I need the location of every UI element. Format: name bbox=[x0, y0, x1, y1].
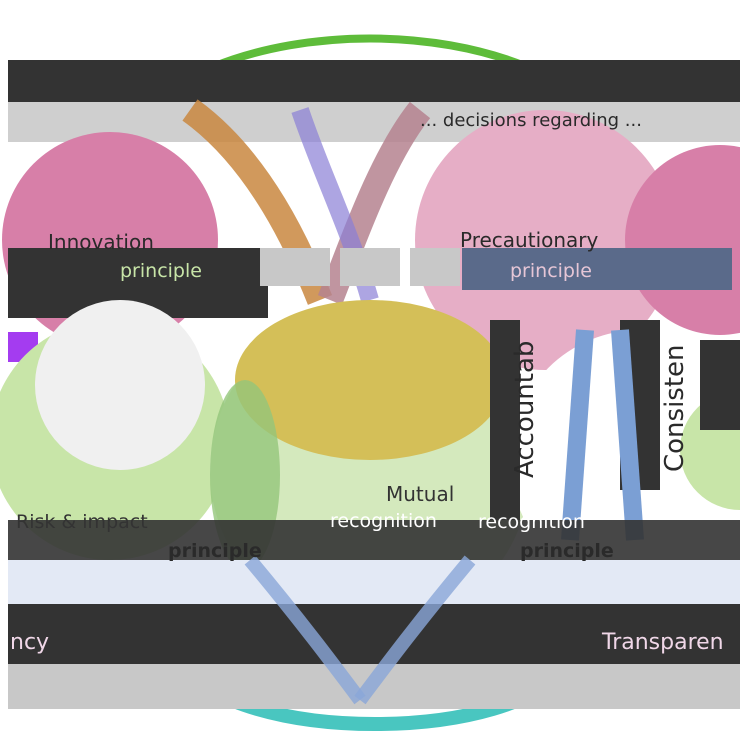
ribbon-right-bottom bbox=[354, 555, 476, 705]
consistency-label: Consisten bbox=[660, 344, 690, 472]
dark-right-block-1 bbox=[490, 320, 520, 520]
mutual-recognition-label: recognition bbox=[330, 510, 437, 532]
innovation-principle-label: principle bbox=[120, 260, 202, 282]
ribbon-left-bottom bbox=[244, 555, 366, 705]
precautionary-principle-band bbox=[462, 248, 732, 290]
precautionary-label: Precautionary bbox=[460, 228, 599, 252]
mid-gray-block-2 bbox=[340, 248, 400, 286]
risk-impact-label: Risk & impact bbox=[16, 511, 148, 533]
dark-right-block-3 bbox=[700, 340, 740, 430]
risk-top-white bbox=[35, 300, 205, 470]
transparency-right-label: Transparen bbox=[602, 630, 724, 655]
innovation-label: Innovation bbox=[48, 230, 154, 254]
mutual-top-olive bbox=[235, 300, 505, 460]
top-dark-band bbox=[8, 60, 740, 102]
precautionary-circle bbox=[415, 110, 675, 370]
mutual-label: Mutual bbox=[386, 482, 455, 506]
accountability-label: Accountab bbox=[510, 340, 540, 478]
precautionary-principle-label: principle bbox=[510, 260, 592, 282]
mid-gray-block-1 bbox=[260, 248, 330, 286]
blue-ribbon-2 bbox=[611, 329, 644, 541]
risk-principle-label: principle bbox=[168, 540, 262, 562]
ribbon-right-top bbox=[317, 101, 431, 305]
lower-light-band bbox=[8, 560, 740, 604]
bottom-dark-band bbox=[8, 604, 740, 664]
transparency-left-label: ncy bbox=[10, 630, 50, 655]
top-right-caption: ... decisions regarding ... bbox=[420, 110, 642, 131]
lower-dark-band bbox=[8, 520, 740, 560]
mid-gray-block-3 bbox=[410, 248, 460, 286]
blue-ribbon-1 bbox=[561, 329, 594, 541]
recognition-right-label: recognition bbox=[478, 511, 585, 533]
recognition-principle-label: principle bbox=[520, 540, 614, 562]
